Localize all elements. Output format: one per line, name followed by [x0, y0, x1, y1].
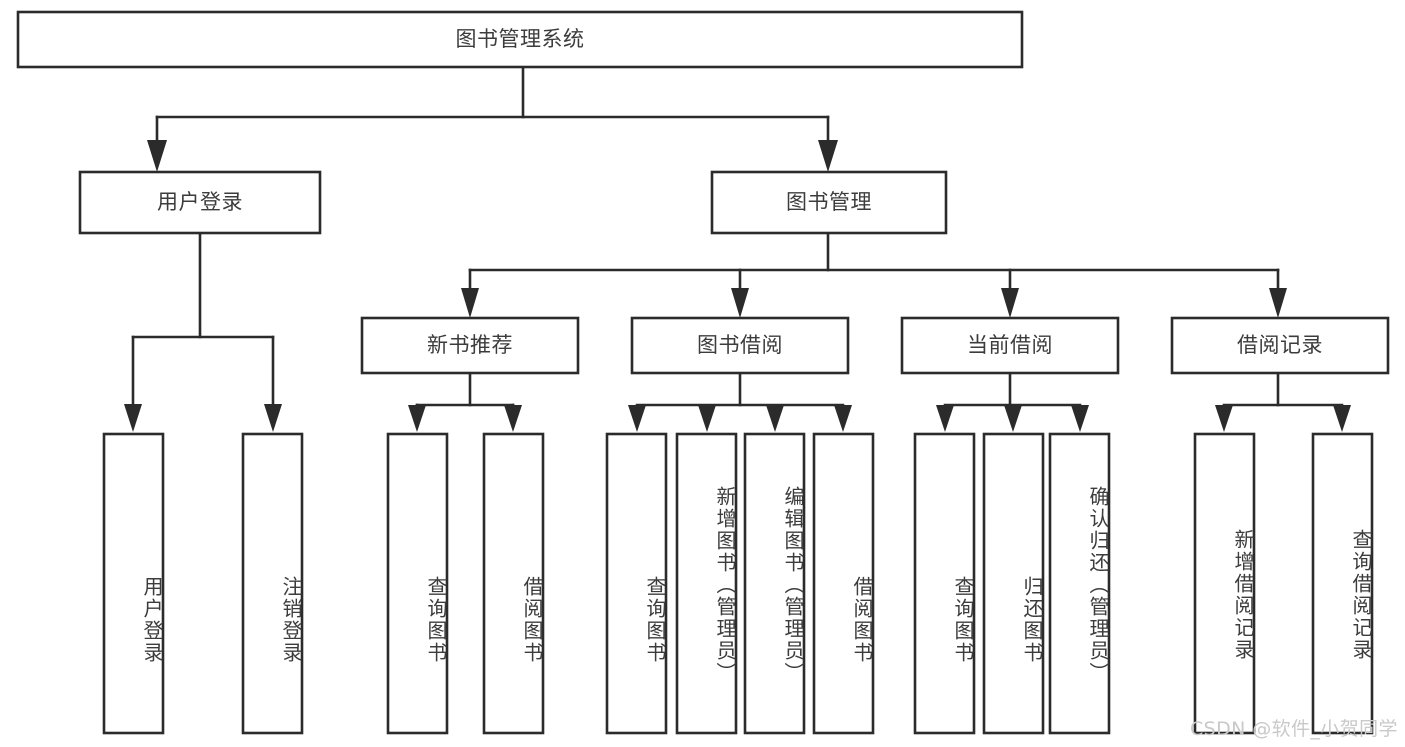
node-box-leaf-add-borrow-record[interactable] [1193, 432, 1256, 735]
arrow-head-leaf-user-login [124, 404, 142, 432]
node-box-user-login[interactable] [78, 170, 322, 235]
arrow-head-leaf-query-book-2 [628, 405, 646, 432]
arrow-head-leaf-confirm-return [1071, 405, 1089, 432]
arrow-head-leaf-borrow-book-1 [504, 405, 522, 432]
connector-group-root [147, 65, 838, 172]
connector-group-borrow-record [1215, 371, 1351, 432]
node-box-new-book-recommend[interactable] [360, 316, 580, 375]
node-box-book-borrow[interactable] [630, 316, 850, 375]
node-box-leaf-query-book-2[interactable] [605, 432, 668, 735]
node-box-leaf-user-login[interactable] [102, 432, 165, 735]
arrow-head-leaf-return-book [1004, 405, 1022, 432]
node-box-borrow-record[interactable] [1170, 316, 1390, 375]
connector-group-book-manage [461, 231, 1287, 318]
arrow-head-book-manage [818, 140, 838, 172]
arrow-head-book-borrow [731, 288, 749, 318]
node-box-leaf-borrow-book-1[interactable] [482, 432, 545, 735]
arrow-head-user-login [147, 140, 167, 172]
arrow-head-leaf-add-book [698, 405, 716, 432]
node-box-leaf-user-logout[interactable] [241, 432, 304, 735]
arrow-head-leaf-edit-book [766, 405, 784, 432]
node-box-leaf-query-book-3[interactable] [913, 432, 976, 735]
arrow-head-leaf-query-book-3 [936, 405, 954, 432]
arrow-head-new-book-recommend [461, 288, 479, 318]
arrow-head-leaf-borrow-book-2 [834, 405, 852, 432]
node-box-leaf-add-book[interactable] [675, 432, 738, 735]
node-box-current-borrow[interactable] [900, 316, 1120, 375]
watermark-text: CSDN @软件_小贺同学 [1190, 718, 1398, 740]
node-box-leaf-query-borrow-record[interactable] [1311, 432, 1374, 735]
node-box-book-manage[interactable] [710, 170, 948, 235]
arrow-head-leaf-query-borrow-record [1333, 405, 1351, 432]
connector-group-current-borrow [936, 371, 1089, 432]
arrow-head-leaf-add-borrow-record [1215, 405, 1233, 432]
node-box-leaf-confirm-return[interactable] [1048, 432, 1111, 735]
connector-group-book-borrow [628, 371, 852, 432]
node-box-leaf-borrow-book-2[interactable] [812, 432, 875, 735]
arrow-head-borrow-record [1269, 288, 1287, 318]
connector-group-user-login [124, 231, 282, 432]
arrow-head-leaf-query-book-1 [408, 405, 426, 432]
arrow-head-leaf-user-logout [264, 404, 282, 432]
node-box-leaf-edit-book[interactable] [743, 432, 806, 735]
node-box-root[interactable] [16, 10, 1024, 69]
node-box-leaf-query-book-1[interactable] [386, 432, 449, 735]
node-box-leaf-return-book[interactable] [982, 432, 1045, 735]
connector-group-new-book-recommend [408, 371, 522, 432]
arrow-head-current-borrow [1001, 288, 1019, 318]
